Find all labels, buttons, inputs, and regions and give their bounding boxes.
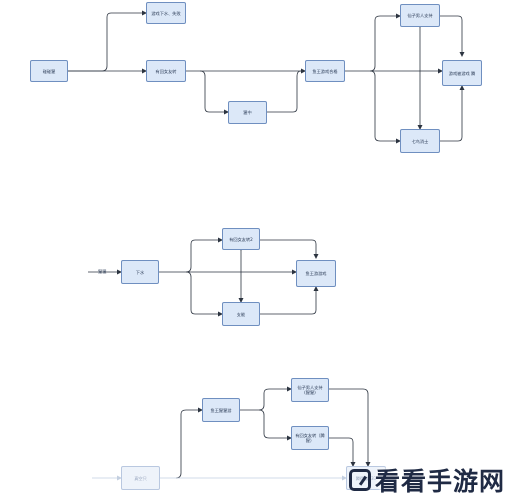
node-right-mid-1[interactable]: 游戏被游戏 腾 xyxy=(442,60,482,86)
edge-start-to-top xyxy=(68,10,147,72)
edge-upper-to-end xyxy=(260,239,319,259)
node-lower-2[interactable]: 支能 xyxy=(222,302,260,326)
edge-low-to-hub xyxy=(267,70,302,113)
node-start-1[interactable]: 碰碰猩 xyxy=(30,60,68,82)
edge-right-low-to-right-mid xyxy=(440,85,465,142)
node-top-1[interactable]: 游戏下水、失败 xyxy=(146,2,186,24)
edge-branch-low-to-end xyxy=(329,437,356,467)
edge-lower-to-end xyxy=(260,286,319,315)
edge-hub-to-right-top xyxy=(369,13,401,72)
node-upper-2[interactable]: 有回女友转2 xyxy=(222,228,260,250)
edge-start-to-upper-3 xyxy=(175,407,203,479)
edge-hub-to-right-low xyxy=(369,70,401,144)
edge-branch-top-to-end xyxy=(329,388,371,467)
watermark-text: 看看手游网 xyxy=(374,467,505,496)
watermark: 看看手游网 xyxy=(348,464,505,496)
node-right-top-1[interactable]: 仙子男人支持 xyxy=(400,4,440,27)
edge-upper-to-branch-top xyxy=(240,386,292,411)
entry-label-2: 猩猩 xyxy=(98,269,107,274)
node-right-low-1[interactable]: 七鸟消士 xyxy=(400,129,440,153)
node-branch-top-3[interactable]: 仙子男人支持 (猩猩) xyxy=(291,378,329,402)
node-low-1[interactable]: 猩中 xyxy=(228,101,267,124)
edge-start-to-upper xyxy=(185,237,223,273)
node-branch-low-3[interactable]: 有回女友转（腾 猩） xyxy=(291,426,329,450)
node-mid-1[interactable]: 有回女友转 xyxy=(146,60,186,82)
node-start-3[interactable]: 真空只 xyxy=(121,466,160,490)
node-start-2[interactable]: 下水 xyxy=(121,260,159,284)
edge-right-top-to-right-mid xyxy=(440,15,465,57)
node-hub-1[interactable]: 鱼王游戏合格 xyxy=(305,60,345,82)
check-logo-icon xyxy=(348,469,371,491)
edge-mid-to-low xyxy=(199,70,229,115)
node-upper-3[interactable]: 鱼王猩猩游 xyxy=(202,398,240,422)
node-end-2[interactable]: 鱼王游游戏 xyxy=(296,260,336,287)
edge-start-to-lower xyxy=(185,271,223,317)
edge-upper-to-branch-low xyxy=(258,409,292,441)
